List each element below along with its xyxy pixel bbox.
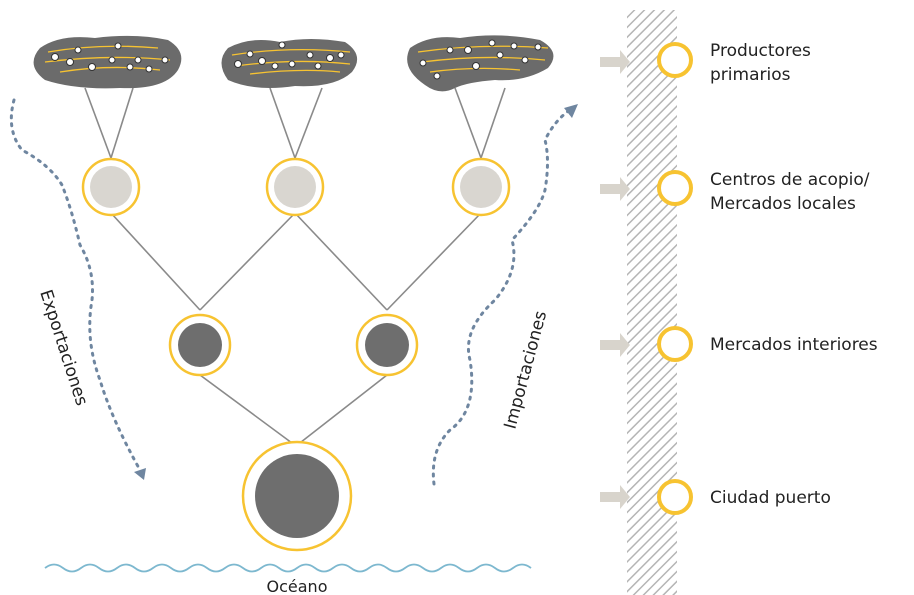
collection-center-3 [451,157,511,217]
interior-market-1 [168,313,232,377]
land-mass-1 [33,35,182,89]
collection-center-2 [265,157,325,217]
legend-row-interior-markets: Mercados interiores [600,326,878,362]
ocean-label: Océano [267,577,328,595]
legend-label-interior-markets: Mercados interiores [710,335,878,355]
connector-lines [84,87,506,447]
land-mass-3 [407,35,554,92]
legend-label-primary-producers-2: primarios [710,65,791,85]
exports-label: Exportaciones [35,287,91,408]
legend-label-collection-centers-1: Centros de acopio/ [710,170,870,190]
ocean-wave [44,563,532,573]
port-city [241,440,353,552]
legend-label-port-city: Ciudad puerto [710,488,831,508]
legend-label-primary-producers-1: Productores [710,41,811,61]
imports-arrow [431,104,578,486]
collection-center-1 [81,157,141,217]
land-mass-2 [221,39,358,88]
imports-label: Importaciones [501,309,552,432]
legend-row-collection-centers: Centros de acopio/ Mercados locales [600,170,870,214]
interior-market-2 [355,313,419,377]
exports-arrow [9,98,146,480]
legend-label-collection-centers-2: Mercados locales [710,194,856,214]
legend-row-port-city: Ciudad puerto [600,479,831,515]
legend-row-primary-producers: Productores primarios [600,41,811,85]
